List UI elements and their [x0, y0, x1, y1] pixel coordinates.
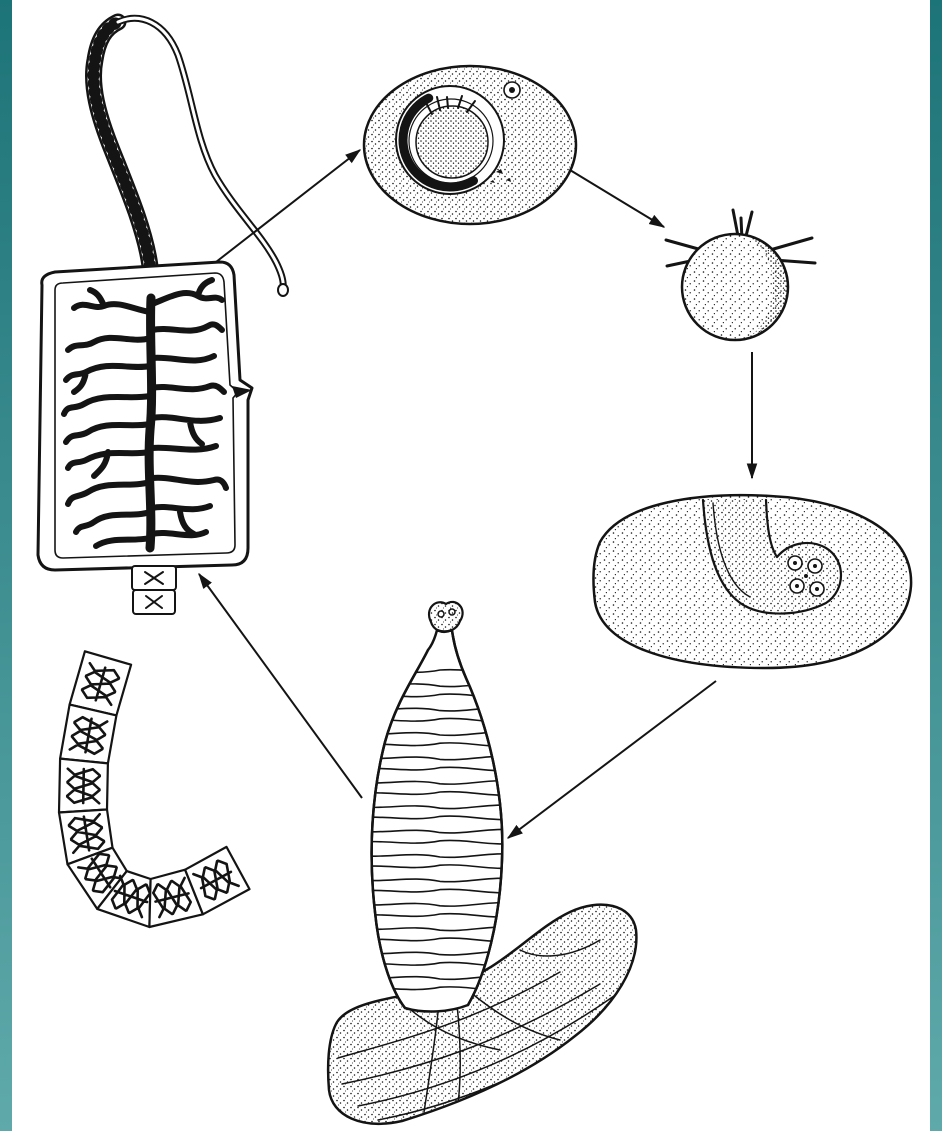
- egg-icon: [364, 66, 576, 224]
- trailing-proglottids: [132, 566, 176, 614]
- left-border-strip: [0, 0, 12, 1131]
- neck-tip: [278, 284, 288, 296]
- egg-shell-knob-center: [509, 87, 515, 93]
- cysticercus-icon: [593, 495, 911, 668]
- chain-proglottid: [59, 759, 108, 813]
- gravid-proglottid-icon: [38, 262, 252, 614]
- chain-proglottid: [60, 705, 116, 764]
- right-border-strip: [930, 0, 942, 1131]
- embryo: [416, 106, 488, 178]
